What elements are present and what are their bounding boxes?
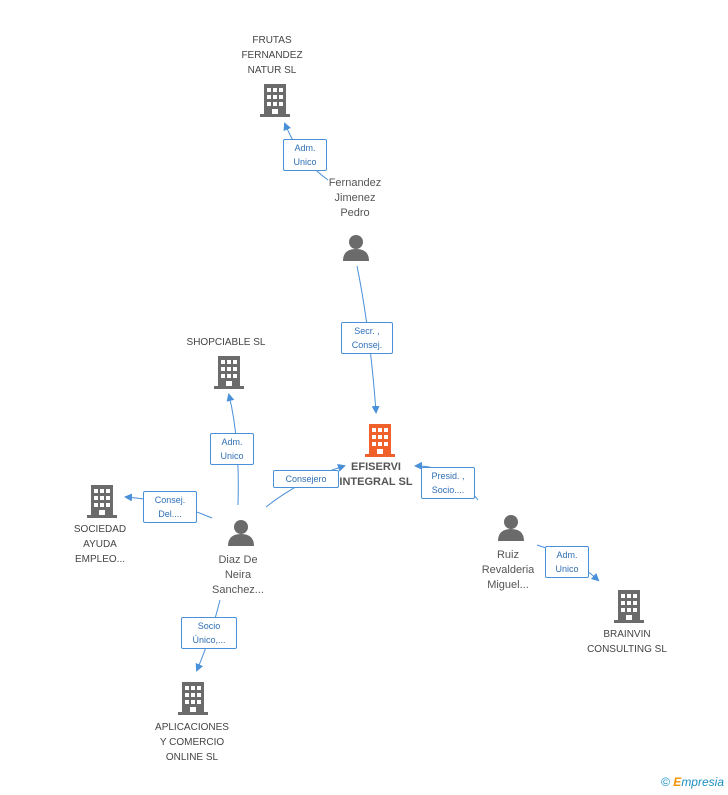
- copyright-icon: ©: [661, 775, 670, 789]
- brand-logo-e: E: [673, 775, 682, 789]
- edge-label-fernandez-frutas: Adm. Unico: [283, 139, 327, 171]
- edge-label-diaz-aplicaciones: Socio Único,...: [181, 617, 237, 649]
- edge-label-diaz-sociedad: Consej. Del....: [143, 491, 197, 523]
- edge-label-diaz-shopciable: Adm. Unico: [210, 433, 254, 465]
- building-icon: [87, 485, 117, 518]
- building-icon: [214, 356, 244, 389]
- edge-label-ruiz-brainvin: Adm. Unico: [545, 546, 589, 578]
- node-fernandez-label[interactable]: Fernandez Jimenez Pedro: [328, 177, 382, 219]
- node-shopciable-label[interactable]: SHOPCIABLE SL: [186, 337, 266, 348]
- building-icon: [260, 84, 290, 117]
- node-sociedad-label[interactable]: SOCIEDAD AYUDA EMPLEO...: [73, 524, 127, 565]
- node-brainvin-label[interactable]: BRAINVIN CONSULTING SL: [587, 629, 667, 655]
- node-efiservi-label[interactable]: EFISERVI INTEGRAL SL: [339, 461, 413, 488]
- edge-label-ruiz-efiservi: Presid. , Socio....: [421, 467, 475, 499]
- building-icon: [614, 590, 644, 623]
- edge-label-diaz-efiservi: Consejero: [273, 470, 339, 488]
- person-icon: [228, 520, 254, 546]
- node-diaz-label[interactable]: Diaz De Neira Sanchez...: [212, 554, 264, 596]
- building-icon-center: [365, 424, 395, 457]
- node-ruiz-label[interactable]: Ruiz Revalderia Miguel...: [481, 549, 535, 591]
- person-icon: [498, 515, 524, 541]
- building-icon: [178, 682, 208, 715]
- empresia-watermark[interactable]: © Empresia: [661, 775, 724, 789]
- brand-logo-rest: mpresia: [681, 775, 724, 789]
- edge-label-fernandez-efiservi: Secr. , Consej.: [341, 322, 393, 354]
- node-frutas-label[interactable]: FRUTAS FERNANDEZ NATUR SL: [241, 35, 303, 76]
- person-icon: [343, 235, 369, 261]
- node-aplicaciones-label[interactable]: APLICACIONES Y COMERCIO ONLINE SL: [155, 722, 229, 763]
